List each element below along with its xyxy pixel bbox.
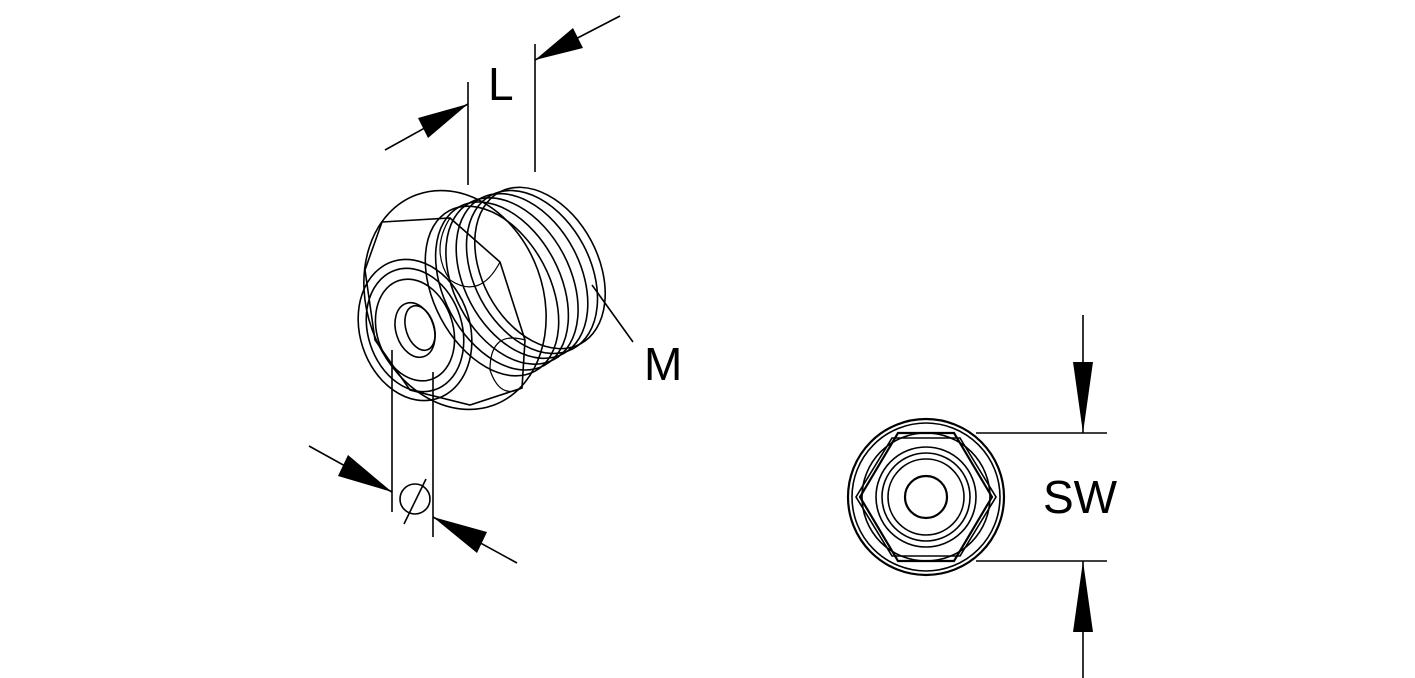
dimension-SW: SW	[976, 315, 1118, 678]
hex-flange	[363, 189, 547, 411]
dimension-L: L	[384, 15, 621, 185]
dimension-M: M	[591, 284, 682, 390]
thread-rings	[424, 186, 607, 377]
front-bore-hole	[903, 474, 949, 520]
isometric-view	[357, 186, 607, 411]
bore-hole	[394, 301, 436, 359]
diameter-symbol	[399, 483, 431, 515]
dimension-diameter	[308, 350, 518, 564]
label-SW: SW	[1043, 471, 1118, 523]
front-face	[357, 258, 473, 402]
label-L: L	[488, 58, 514, 110]
label-M: M	[644, 338, 682, 390]
front-view	[846, 417, 1006, 577]
